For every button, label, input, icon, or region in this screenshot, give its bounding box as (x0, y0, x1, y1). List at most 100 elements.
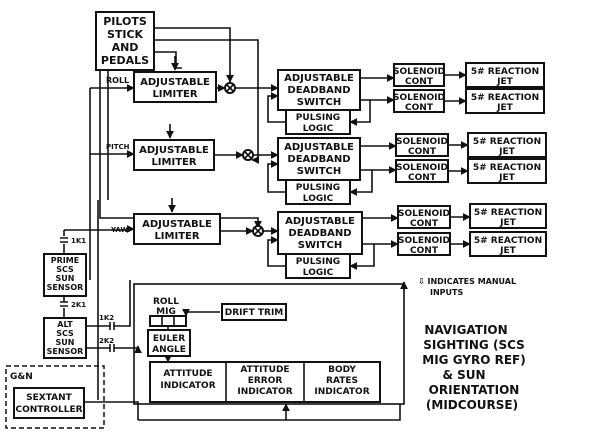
switch-1k1 (60, 237, 68, 243)
drift-trim-box (221, 303, 287, 321)
roll-limiter-line-1: ADJUSTABLE (140, 77, 210, 88)
yaw-switch-line-2: DEADBAND (288, 228, 351, 239)
note-line-1: NAVIGATION (424, 323, 507, 337)
pilot-stick-box: PILOTS STICK AND PEDALS (95, 11, 155, 71)
pitch-pulsing-line-2: LOGIC (303, 194, 334, 204)
alt-line-2: SCS (56, 329, 74, 338)
pitch-jet-b-line-2: JET (498, 173, 515, 183)
gn-section: G&N SEXTANT CONTROLLER (5, 365, 139, 429)
switch-2k1 (60, 301, 68, 307)
pitch-limiter-line-2: LIMITER (151, 157, 196, 168)
indicator-section: ROLL MIG DRIFT TRIM EULER ANGLE ATTITUDE… (133, 281, 408, 421)
lower-frame (133, 283, 405, 405)
ind-att-line-2: INDICATOR (160, 381, 215, 391)
yaw-jet-a-line-1: 5# REACTION (474, 208, 542, 218)
sextant-line-1: SEXTANT (26, 393, 73, 403)
pitch-jet-b-line-1: 5# REACTION (473, 163, 541, 173)
yaw-sol-a-line-1: SOLENOID (398, 209, 450, 219)
pitch-limiter-box (133, 139, 215, 171)
roll-switch-line-1: ADJUSTABLE (284, 73, 354, 84)
navigation-notes: NAVIGATION SIGHTING (SCS MIG GYRO REF) &… (422, 323, 525, 412)
roll-label: ROLL (106, 76, 129, 85)
yaw-sol-b-line-2: CONT (410, 246, 439, 256)
pitch-label: PITCH (106, 143, 130, 151)
roll-pulsing-line-2: LOGIC (303, 124, 334, 134)
roll-limiter-box (133, 71, 217, 103)
sensor-section: 1K1 PRIME SCS SUN SENSOR 2K1 ALT SCS SUN… (43, 87, 142, 400)
roll-jet-b-line-2: JET (496, 103, 513, 113)
pilot-pitch-arrow (251, 150, 260, 164)
prime-line-3: SUN (56, 274, 75, 283)
yaw-jet-b-line-1: 5# REACTION (474, 236, 542, 246)
roll-switch-line-3: SWITCH (297, 97, 341, 108)
prime-line-2: SCS (56, 265, 74, 274)
euler-angle-box (147, 329, 191, 357)
switch-2k2-label: 2K2 (99, 337, 114, 345)
gn-label: G&N (10, 372, 33, 382)
roll-jet-a-line-1: 5# REACTION (471, 67, 539, 77)
roll-jet-b (465, 88, 545, 114)
pitch-sol-a-line-1: SOLENOID (396, 137, 448, 147)
alt-line-4: SENSOR (47, 347, 84, 356)
roll-sol-b-line-1: SOLENOID (393, 93, 445, 103)
gn-dashed-box (5, 365, 105, 429)
legend-line-1: ⇩ INDICATES MANUAL (418, 277, 516, 286)
ind-att-line-1: ATTITUDE (163, 369, 212, 379)
pitch-limiter-line-1: ADJUSTABLE (139, 145, 209, 156)
ind-rates-line-1: BODY (328, 365, 356, 375)
legend: ⇩ INDICATES MANUAL INPUTS (418, 277, 516, 297)
pilot-to-yaw-line (154, 51, 182, 69)
yaw-sol-b-line-1: SOLENOID (398, 236, 450, 246)
yaw-deadband-switch-box (277, 211, 363, 255)
yaw-sol-a-line-2: CONT (410, 219, 439, 229)
roll-switch-line-2: DEADBAND (287, 85, 350, 96)
roll-jet-a (465, 62, 545, 88)
yaw-jet-a (469, 203, 547, 229)
pitch-sol-a-line-2: CONT (408, 147, 437, 157)
legend-line-2: INPUTS (430, 288, 463, 297)
pilot-line-4: PEDALS (101, 54, 149, 67)
switch-2k1-label: 2K1 (71, 301, 86, 309)
pilot-line-2: STICK (107, 28, 144, 41)
indicator-panel (149, 361, 381, 403)
ind-err-line-1: ATTITUDE (240, 365, 289, 375)
roll-limiter-line-2: LIMITER (152, 89, 197, 100)
yaw-limiter-line-2: LIMITER (154, 231, 199, 242)
roll-sol-b-line-2: CONT (405, 103, 434, 113)
alt-line-3: SUN (56, 338, 75, 347)
roll-channel: ROLL ADJUSTABLE LIMITER ADJUSTABLE DEADB… (106, 56, 545, 135)
ind-err-line-3: INDICATOR (237, 387, 292, 397)
pilot-to-roll-line (154, 27, 234, 83)
roll-jet-b-line-1: 5# REACTION (471, 93, 539, 103)
roll-sol-a-line-2: CONT (405, 77, 434, 87)
pitch-channel: PITCH ADJUSTABLE LIMITER ADJUSTABLE DEAD… (106, 124, 547, 205)
roll-jet-a-line-2: JET (496, 77, 513, 87)
ind-rates-line-3: INDICATOR (314, 387, 369, 397)
ind-err-line-2: ERROR (248, 376, 283, 386)
yaw-channel: YAW ADJUSTABLE LIMITER ADJUSTABLE DEADBA… (110, 198, 547, 279)
pitch-jet-a-line-2: JET (498, 147, 515, 157)
yaw-switch-line-1: ADJUSTABLE (285, 216, 355, 227)
switch-1k2-label: 1K2 (99, 314, 114, 322)
yaw-limiter-box (133, 213, 221, 245)
note-line-6: (MIDCOURSE) (426, 398, 518, 412)
pitch-jet-a (467, 132, 547, 158)
switch-1k1-label: 1K1 (71, 237, 86, 245)
sextant-line-2: CONTROLLER (15, 405, 82, 415)
pitch-switch-line-3: SWITCH (297, 166, 341, 177)
pitch-pulsing-line-1: PULSING (296, 183, 340, 193)
note-line-3: MIG GYRO REF) (422, 353, 525, 367)
prime-sensor-box (43, 253, 87, 297)
note-line-2: SIGHTING (SCS (423, 338, 525, 352)
pitch-sol-b-line-2: CONT (408, 173, 437, 183)
roll-sol-a-line-1: SOLENOID (393, 67, 445, 77)
prime-line-4: SENSOR (47, 283, 84, 292)
yaw-pulsing-line-1: PULSING (296, 257, 340, 267)
note-line-4: & SUN (442, 368, 485, 382)
yaw-limiter-line-1: ADJUSTABLE (142, 219, 212, 230)
switch-1k2 (109, 322, 115, 330)
note-line-5: ORIENTATION (429, 383, 520, 397)
drift-trim-label: DRIFT TRIM (225, 308, 284, 318)
pilot-line-3: AND (112, 41, 139, 54)
